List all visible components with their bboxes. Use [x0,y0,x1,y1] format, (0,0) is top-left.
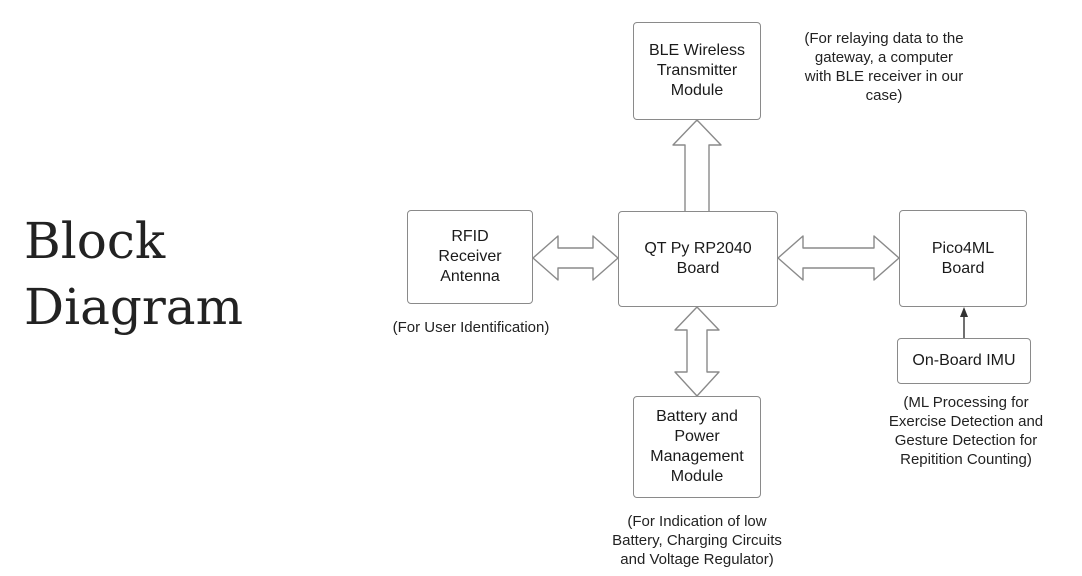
note-imu: (ML Processing for Exercise Detection an… [888,394,1044,468]
block-pico-label: Pico4ML Board [931,239,995,277]
arrow-mcu-battery [674,306,720,397]
block-mcu-label: QT Py RP2040 Board [644,240,752,277]
block-battery-label: Battery and Power Management Module [650,408,744,485]
title-line-2: Diagram [24,278,244,336]
block-ble-label: BLE Wireless Transmitter Module [648,42,746,99]
diagram-title: Block Diagram [24,208,243,340]
arrow-rfid-mcu [532,235,619,281]
block-ble-transmitter: BLE Wireless Transmitter Module [633,22,761,120]
block-pico4ml: Pico4ML Board [899,210,1027,307]
arrow-mcu-to-ble [672,119,722,213]
arrow-mcu-pico [777,235,900,281]
note-rfid: (For User Identification) [392,319,550,336]
title-line-1: Block [24,212,166,270]
block-rfid-antenna: RFID Receiver Antenna [407,210,533,304]
note-battery: (For Indication of low Battery, Charging… [612,513,782,568]
block-imu-label: On-Board IMU [912,352,1016,369]
block-rfid-label: RFID Receiver Antenna [438,228,502,285]
note-ble: (For relaying data to the gateway, a com… [804,30,964,104]
block-qtpy-rp2040: QT Py RP2040 Board [618,211,778,307]
arrow-imu-to-pico-head [960,307,968,317]
block-onboard-imu: On-Board IMU [897,338,1031,384]
block-battery-power: Battery and Power Management Module [633,396,761,498]
